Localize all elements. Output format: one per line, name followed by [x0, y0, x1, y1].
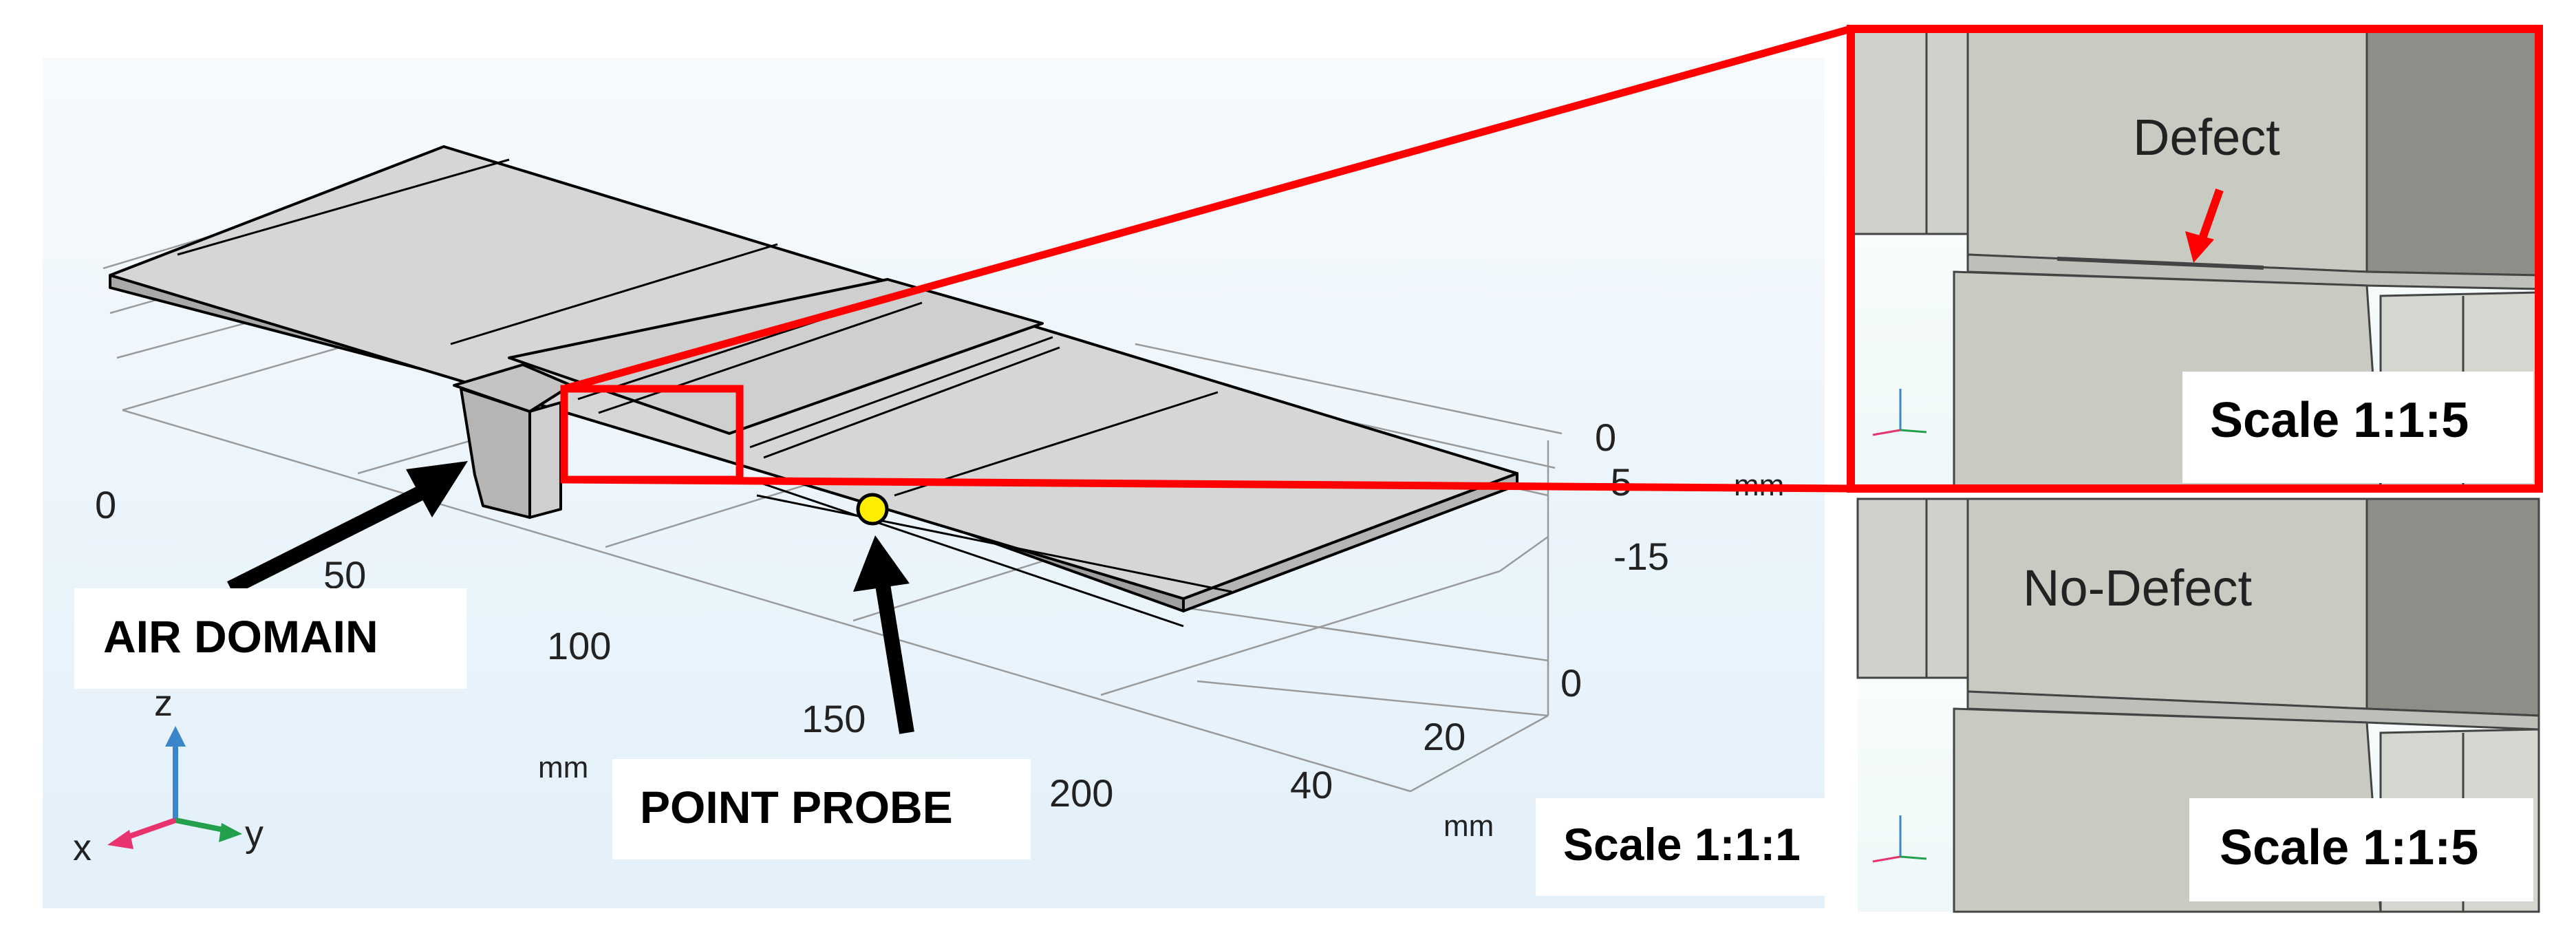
main-scale-box: [1536, 798, 1845, 896]
y-tick: 0: [1560, 661, 1582, 705]
z-tick: -15: [1613, 535, 1669, 578]
defect-panel-frame: [1847, 25, 2543, 493]
triad-y-label: y: [245, 813, 264, 855]
no-defect-triad: [1872, 815, 1927, 863]
no-defect-label: No-Defect: [2023, 559, 2253, 617]
plate-seam: [450, 243, 778, 345]
point-probe-arrow: [853, 535, 914, 734]
y-axis-ticks: 0 20 40 mm: [1290, 661, 1582, 843]
y-tick: 40: [1290, 763, 1333, 806]
detail-defect-panel: Defect Scale 1:1:5: [1849, 28, 2540, 490]
triad-z-label: z: [154, 683, 173, 724]
air-domain-label: AIR DOMAIN: [103, 611, 378, 662]
triad-x-label: x: [73, 827, 92, 868]
z-tick: 0: [1595, 416, 1616, 459]
plate-seam: [894, 391, 1219, 497]
defect-triad: [1872, 389, 1927, 436]
axis-triad: z y x: [73, 683, 264, 868]
defect-scale-label: Scale 1:1:5: [2210, 393, 2469, 448]
air-domain-arrow: [227, 461, 468, 595]
air-domain-label-box: [74, 588, 466, 689]
doubler-edge: [749, 336, 1053, 449]
doubler-edge: [763, 346, 1060, 459]
air-domain-block-side: [528, 401, 562, 519]
x-tick: 150: [802, 697, 866, 740]
z-tick: -5: [1598, 460, 1632, 504]
x-tick: 200: [1049, 771, 1113, 815]
no-defect-scale-label: Scale 1:1:5: [2220, 820, 2478, 875]
point-probe-marker: [856, 493, 889, 526]
defect-label: Defect: [2133, 109, 2280, 166]
defect-gap: [2057, 257, 2264, 270]
no-defect-scale-box: [2189, 798, 2533, 901]
doubler-top: [508, 278, 1044, 435]
defect-scale-box: [2182, 372, 2533, 483]
x-axis-unit: mm: [538, 751, 588, 784]
y-axis-unit: mm: [1443, 809, 1494, 843]
x-axis-ticks: 0 50 100 150 200 mm: [95, 483, 1113, 815]
plate-seam: [177, 158, 510, 256]
zoom-connector-lines: [563, 25, 1852, 493]
plate-edge: [756, 480, 1184, 628]
point-probe-label: POINT PROBE: [640, 782, 953, 833]
main-scale-label: Scale 1:1:1: [1563, 819, 1801, 870]
detail-no-defect-panel: No-Defect Scale 1:1:5: [1856, 497, 2540, 913]
y-tick: 20: [1423, 715, 1466, 758]
defect-arrow: [2185, 188, 2224, 263]
doubler-edge: [598, 301, 923, 414]
x-tick: 100: [547, 624, 611, 667]
plate-edge: [756, 494, 1232, 593]
point-probe-label-box: [612, 759, 1031, 859]
x-tick: 0: [95, 483, 116, 526]
